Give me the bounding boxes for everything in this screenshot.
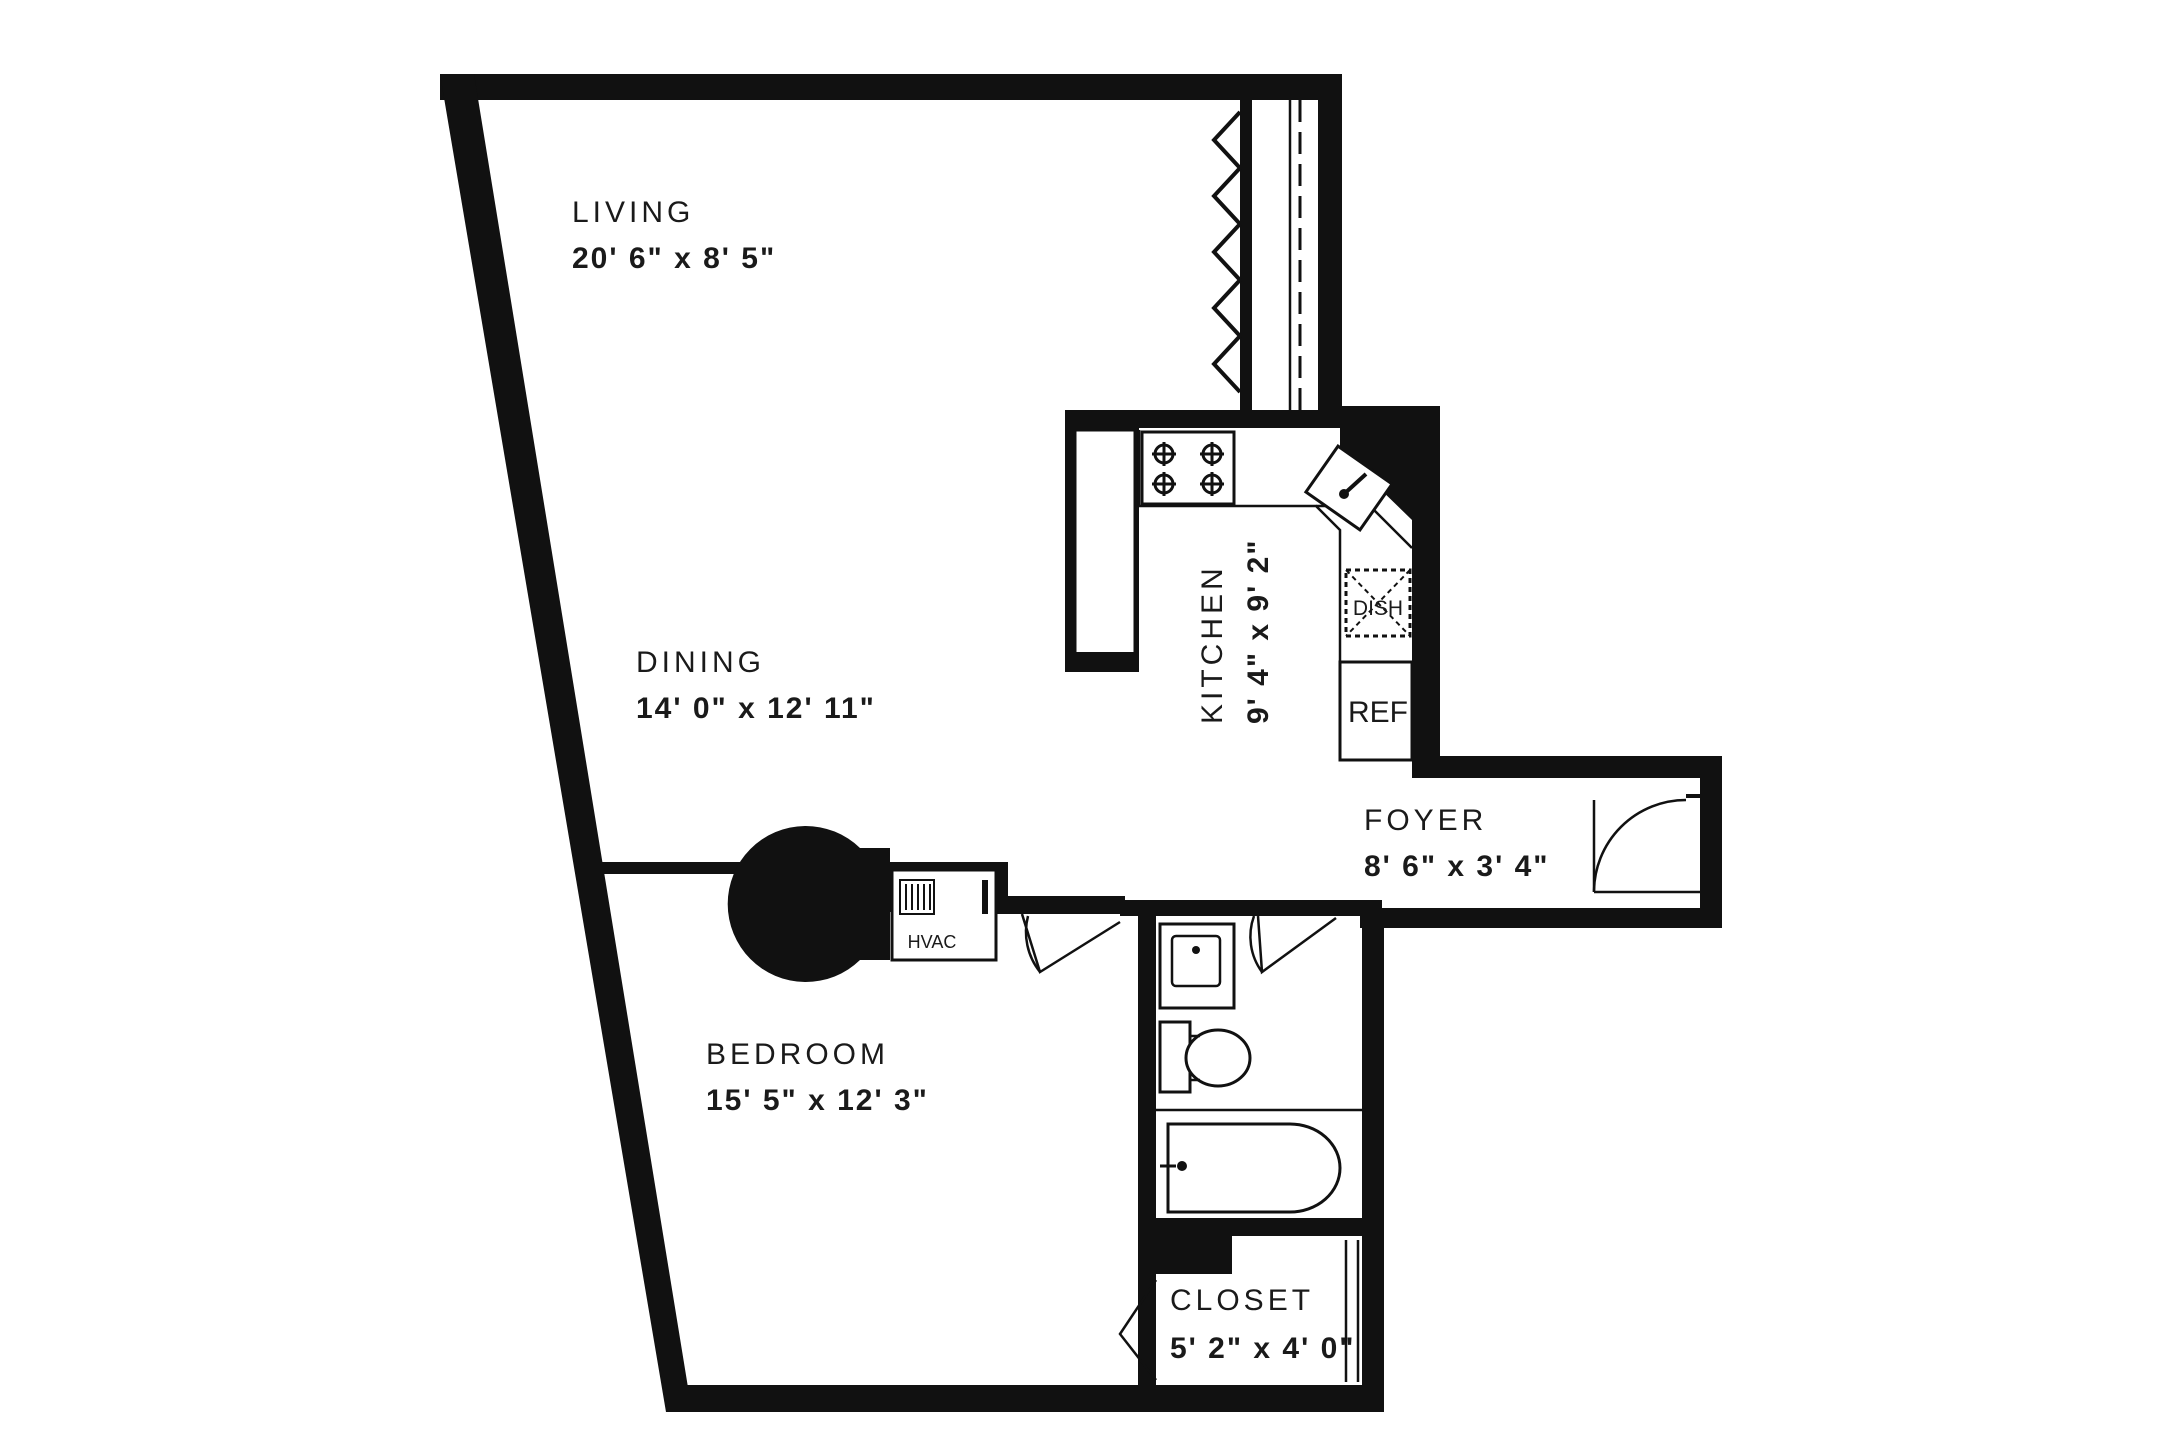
column bbox=[727, 826, 890, 983]
bedroom-name: BEDROOM bbox=[706, 1038, 889, 1071]
dining-dims: 14' 0" x 12' 11" bbox=[636, 692, 876, 725]
hvac-icon: HVAC bbox=[890, 868, 998, 962]
bathtub-icon bbox=[1156, 1108, 1370, 1214]
kitchen-sink-icon bbox=[1303, 444, 1395, 532]
room-label-closet: CLOSET 5' 2" x 4' 0" bbox=[1170, 1284, 1355, 1365]
closet-dims: 5' 2" x 4' 0" bbox=[1170, 1332, 1355, 1365]
living-name: LIVING bbox=[572, 196, 694, 229]
room-label-bedroom: BEDROOM 15' 5" x 12' 3" bbox=[706, 1038, 929, 1117]
dishwasher-icon: DISH bbox=[1344, 568, 1412, 638]
room-label-kitchen: KITCHEN 9' 4" x 9' 2" bbox=[1196, 539, 1275, 724]
dining-name: DINING bbox=[636, 646, 765, 679]
refrigerator-label: REF bbox=[1348, 696, 1408, 729]
foyer-entry-door bbox=[1592, 794, 1702, 894]
hvac-label: HVAC bbox=[908, 932, 957, 952]
closet-door bbox=[1118, 1279, 1158, 1381]
kitchen-name: KITCHEN bbox=[1196, 564, 1229, 724]
foyer-dims: 8' 6" x 3' 4" bbox=[1364, 850, 1549, 883]
stove-icon bbox=[1140, 430, 1236, 506]
kitchen-counters bbox=[1065, 428, 1413, 760]
window-wall bbox=[1211, 96, 1302, 412]
bedroom-dims: 15' 5" x 12' 3" bbox=[706, 1084, 929, 1117]
dishwasher-label: DISH bbox=[1353, 597, 1403, 620]
foyer-name: FOYER bbox=[1364, 804, 1487, 837]
refrigerator-icon: REF bbox=[1338, 660, 1414, 762]
room-label-living: LIVING 20' 6" x 8' 5" bbox=[572, 196, 776, 275]
room-label-dining: DINING 14' 0" x 12' 11" bbox=[636, 646, 876, 725]
bathroom-sink-icon bbox=[1158, 922, 1236, 1010]
living-dims: 20' 6" x 8' 5" bbox=[572, 242, 776, 275]
toilet-icon bbox=[1158, 1020, 1252, 1094]
room-label-foyer: FOYER 8' 6" x 3' 4" bbox=[1364, 804, 1549, 883]
closet-name: CLOSET bbox=[1170, 1284, 1314, 1317]
bedroom-door bbox=[1020, 913, 1121, 974]
bathroom-door bbox=[1249, 915, 1337, 975]
closet-rod bbox=[1344, 1240, 1360, 1382]
kitchen-dims: 9' 4" x 9' 2" bbox=[1242, 539, 1275, 724]
